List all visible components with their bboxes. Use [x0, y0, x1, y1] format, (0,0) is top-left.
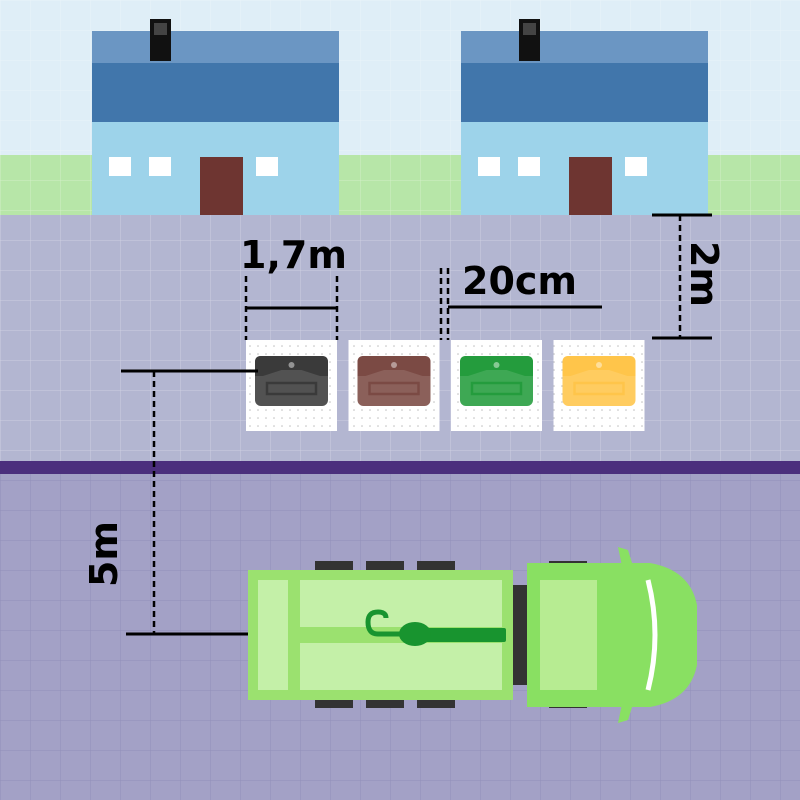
- house-roof: [92, 63, 339, 122]
- bin-gap-label: 20cm: [462, 259, 578, 303]
- house-door: [200, 157, 243, 215]
- window: [109, 157, 131, 176]
- bin-handle: [265, 381, 318, 396]
- truck-wheel: [315, 561, 353, 572]
- truck-cab-roof: [540, 580, 597, 690]
- house-door: [569, 157, 612, 215]
- truck-wheel: [366, 697, 404, 708]
- window: [149, 157, 171, 176]
- truck-reach-label: 5m: [82, 520, 126, 588]
- bin-hinge: [596, 362, 602, 368]
- bin-row: [246, 340, 645, 431]
- bin-hinge: [493, 362, 500, 368]
- truck-windshield: [645, 579, 658, 691]
- bin-handle: [573, 381, 625, 396]
- window: [478, 157, 500, 176]
- waste-bin-icon: [553, 340, 645, 431]
- setback-label: 2m: [682, 240, 726, 308]
- house-roof-top: [461, 31, 708, 63]
- window: [625, 157, 647, 176]
- robotic-arm-icon: [365, 609, 506, 646]
- waste-bin-icon: [246, 340, 337, 431]
- arm-joint: [399, 622, 431, 646]
- waste-bin-icon: [451, 340, 542, 431]
- bin-handle: [368, 381, 420, 396]
- garbage-truck-icon: [248, 547, 697, 723]
- truck-wheel: [315, 697, 353, 708]
- truck-mirror: [618, 704, 633, 723]
- chimney-cap: [523, 23, 536, 35]
- house-icon: [461, 19, 708, 215]
- waste-bin-icon: [348, 340, 440, 431]
- truck-body-panel: [258, 580, 288, 690]
- truck-body-panel: [300, 643, 502, 690]
- truck-wheel: [417, 561, 455, 572]
- window: [518, 157, 540, 176]
- arm-boom: [420, 628, 506, 642]
- truck-wheel: [417, 697, 455, 708]
- curb-line: [0, 461, 800, 474]
- arm-hook: [365, 609, 400, 637]
- truck-coupling: [513, 585, 528, 685]
- bin-handle: [470, 381, 523, 396]
- bin-width-label: 1,7m: [240, 233, 347, 277]
- window: [256, 157, 278, 176]
- house-roof-top: [92, 31, 339, 63]
- truck-wheel: [366, 561, 404, 572]
- truck-mirror: [618, 547, 633, 566]
- bin-hinge: [288, 362, 295, 368]
- house-icon: [92, 19, 339, 215]
- bin-hinge: [391, 362, 397, 368]
- house-roof: [461, 63, 708, 122]
- truck-body-panel: [300, 580, 502, 627]
- chimney-cap: [154, 23, 167, 35]
